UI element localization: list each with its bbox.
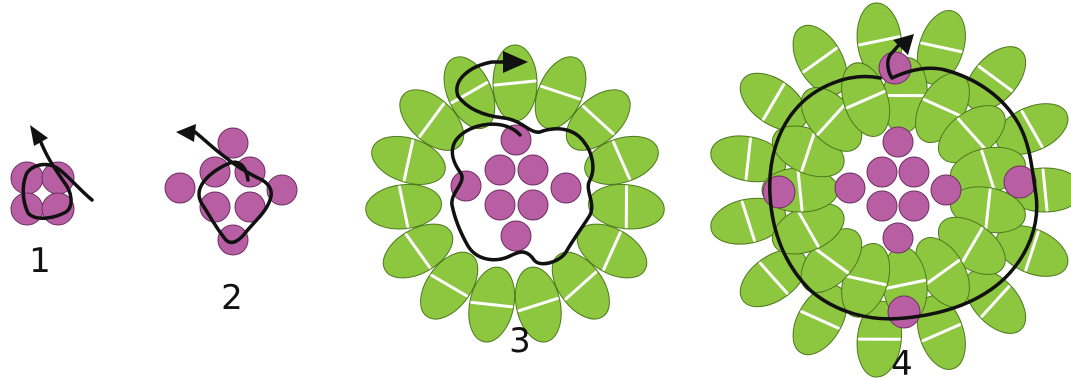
round-bead-cluster [451,125,581,251]
round-bead [883,127,913,157]
round-bead [931,175,961,205]
step-3-figure [364,45,667,346]
step-2-figure [165,124,297,255]
step-3-label: 3 [509,321,531,361]
round-bead [763,176,795,208]
round-bead [485,155,515,185]
step-1-figure [11,125,92,225]
round-bead [883,223,913,253]
round-bead [899,157,929,187]
round-bead [518,155,548,185]
round-bead [888,296,920,328]
round-bead [899,191,929,221]
round-bead [218,225,248,255]
long-bead-ring [364,45,667,346]
step-1-label: 1 [29,241,51,281]
step-4-figure [707,1,1071,379]
round-bead [451,171,481,201]
round-bead [835,173,865,203]
round-bead [165,173,195,203]
round-bead [867,191,897,221]
round-bead [518,190,548,220]
round-bead [501,221,531,251]
thread-arrow-icon [30,125,48,146]
round-bead [551,173,581,203]
thread-arrow-icon [176,124,196,142]
round-bead [867,157,897,187]
round-bead [485,190,515,220]
round-bead [879,52,911,84]
step-2-label: 2 [221,278,243,318]
step-4-label: 4 [891,344,913,379]
